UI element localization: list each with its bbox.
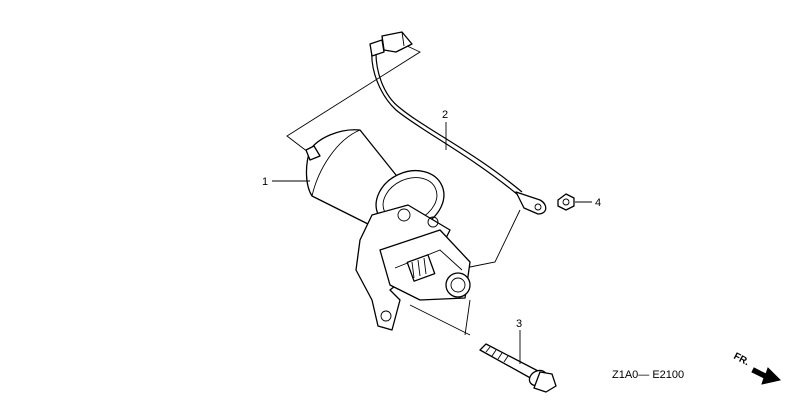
starter-motor	[305, 129, 471, 331]
leader-lines	[272, 122, 592, 364]
starter-cable	[369, 31, 547, 215]
callout-3-label: 3	[516, 318, 522, 330]
callout-1-label: 1	[262, 176, 268, 188]
front-direction-label: FR.	[732, 351, 752, 368]
callout-4-label: 4	[595, 197, 601, 209]
front-direction-arrow-icon	[751, 367, 781, 385]
flange-bolt	[479, 343, 557, 393]
callout-2-label: 2	[442, 109, 448, 121]
flange-nut	[557, 193, 575, 211]
front-direction-indicator: FR.	[732, 351, 781, 385]
diagram-code: Z1A0— E2100	[612, 369, 684, 381]
